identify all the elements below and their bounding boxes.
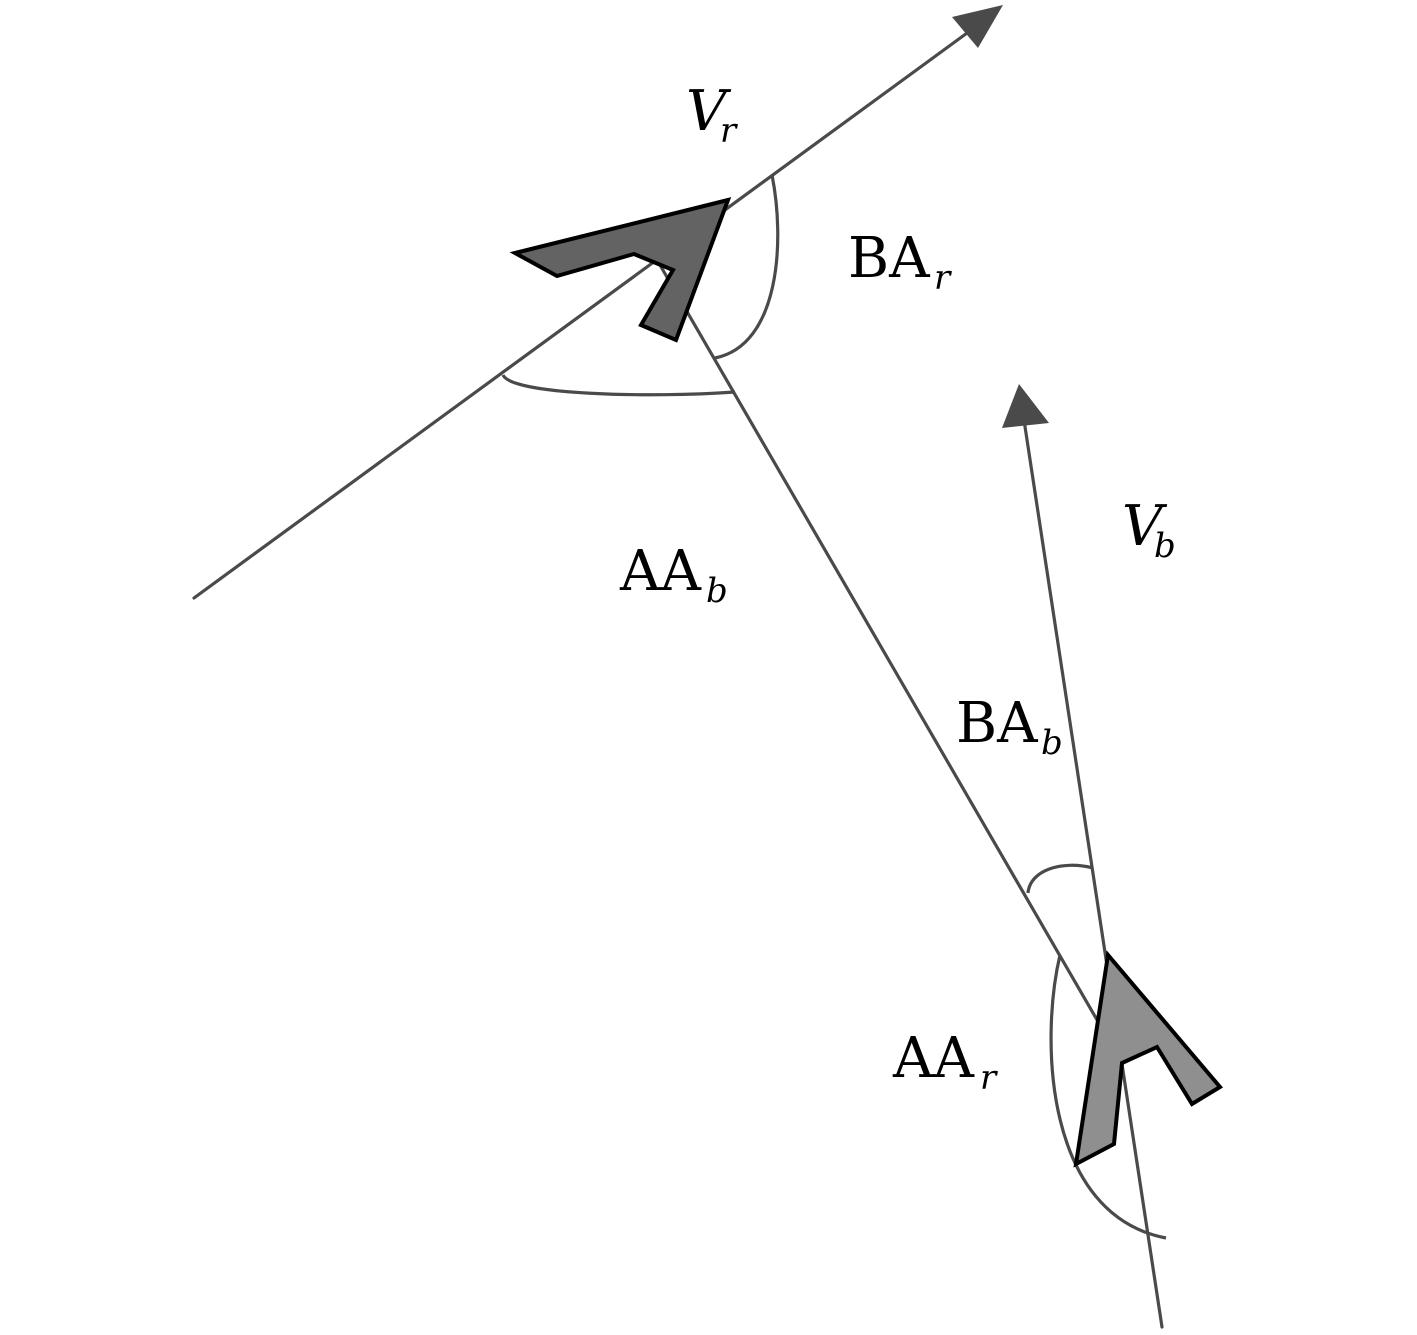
svg-text:r: r bbox=[980, 1058, 998, 1098]
label-aa-blue: AA b bbox=[619, 539, 728, 611]
aa-red-arc bbox=[1049, 954, 1167, 1240]
svg-text:r: r bbox=[720, 111, 738, 151]
svg-text:AA: AA bbox=[892, 1026, 974, 1091]
red-velocity-line bbox=[192, 23, 980, 600]
label-v-blue: V b bbox=[1122, 494, 1176, 566]
svg-text:V: V bbox=[1122, 494, 1168, 559]
svg-text:BA: BA bbox=[848, 226, 930, 291]
svg-text:V: V bbox=[686, 79, 732, 144]
aa-blue-arc bbox=[501, 373, 736, 397]
svg-text:r: r bbox=[934, 258, 952, 298]
svg-text:b: b bbox=[706, 571, 728, 611]
label-v-red: V r bbox=[686, 79, 738, 151]
ba-red-arc bbox=[714, 174, 780, 360]
svg-text:b: b bbox=[1041, 723, 1063, 763]
blue-aircraft-icon bbox=[1073, 950, 1224, 1168]
red-aircraft-icon bbox=[509, 197, 732, 343]
blue-velocity-line bbox=[1022, 418, 1164, 1329]
line-of-sight bbox=[658, 263, 1124, 1065]
label-ba-red: BA r bbox=[848, 226, 952, 298]
blue-velocity-arrowhead bbox=[1002, 384, 1049, 428]
svg-text:b: b bbox=[1154, 526, 1176, 566]
red-velocity-arrowhead bbox=[952, 5, 1003, 48]
svg-text:BA: BA bbox=[956, 691, 1038, 756]
label-aa-red: AA r bbox=[892, 1026, 998, 1098]
ba-blue-arc bbox=[1026, 863, 1094, 894]
label-ba-blue: BA b bbox=[956, 691, 1063, 763]
svg-text:AA: AA bbox=[619, 539, 701, 604]
